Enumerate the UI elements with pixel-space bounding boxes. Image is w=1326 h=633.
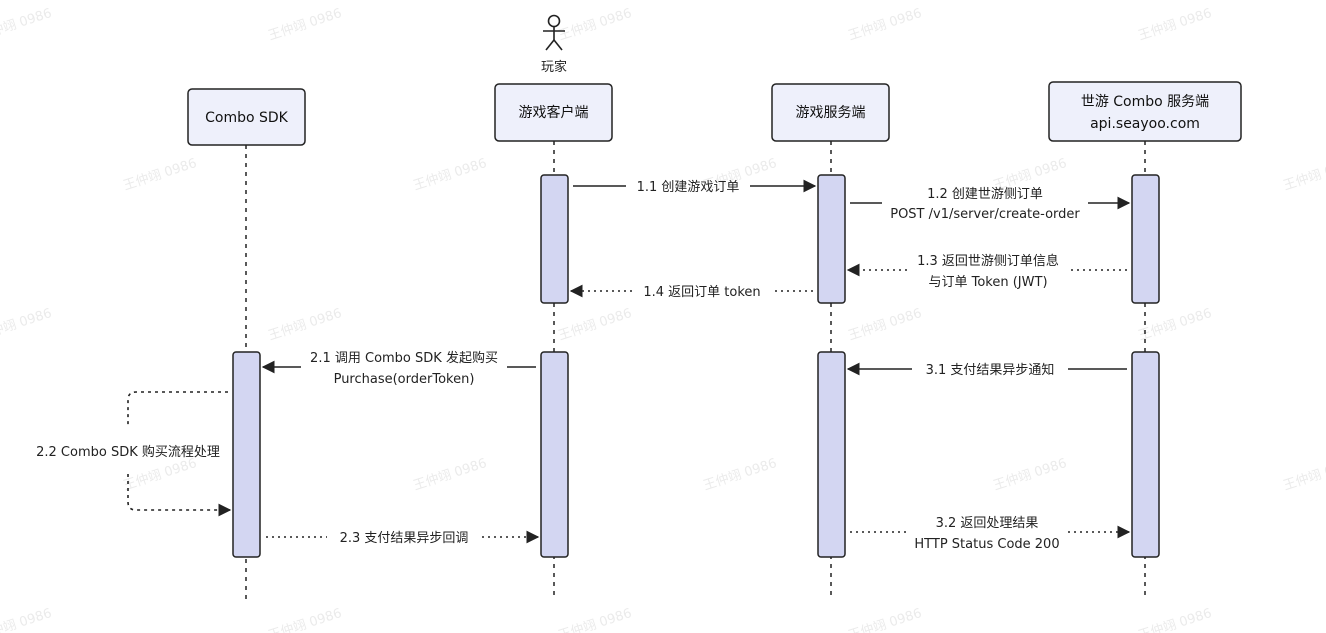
watermark-text: 王仲翊 0986 [1137,6,1214,44]
activation-sdk-2 [232,351,261,558]
activation-client-2 [540,351,569,558]
watermark-text: 王仲翊 0986 [1137,306,1214,344]
watermark-text: 王仲翊 0986 [0,6,54,44]
label-3-2-line1: 3.2 返回处理结果 [936,516,1039,531]
participant-seayoo: 世游 Combo 服务端 api.seayoo.com [1048,81,1242,142]
watermark-text: 王仲翊 0986 [702,456,779,494]
watermark-text: 王仲翊 0986 [0,306,54,344]
participant-server: 游戏服务端 [771,83,890,142]
participant-client-label: 游戏客户端 [519,104,589,121]
label-2-1-line2: Purchase(orderToken) [334,372,475,387]
activation-seayoo-1 [1131,174,1160,304]
watermark-text: 王仲翊 0986 [992,456,1069,494]
watermark-text: 王仲翊 0986 [412,156,489,194]
label-2-3: 2.3 支付结果异步回调 [340,531,469,546]
arrow-2-2-bottom [127,474,232,517]
label-2-2: 2.2 Combo SDK 购买流程处理 [36,444,220,460]
participant-seayoo-label-2: api.seayoo.com [1090,116,1200,132]
person-icon [543,14,565,51]
activation-seayoo-2 [1131,351,1160,558]
participant-server-label: 游戏服务端 [796,105,866,121]
activation-server-2 [817,351,846,558]
participant-sdk: Combo SDK [187,88,306,146]
participant-sdk-label: Combo SDK [205,110,289,126]
actor-player: 玩家 [541,14,567,75]
label-2-1-line1: 2.1 调用 Combo SDK 发起购买 [310,350,498,366]
watermark-text: 王仲翊 0986 [1282,456,1326,494]
watermark-text: 王仲翊 0986 [412,456,489,494]
watermark-text: 王仲翊 0986 [557,306,634,344]
watermark-text: 王仲翊 0986 [557,606,634,633]
watermark-text: 王仲翊 0986 [267,306,344,344]
activation-server-1 [817,174,846,304]
label-3-2-line2: HTTP Status Code 200 [914,537,1059,552]
watermark-text: 王仲翊 0986 [1282,156,1326,194]
activation-bars [232,174,1160,558]
label-1-1: 1.1 创建游戏订单 [637,180,740,195]
watermark-text: 王仲翊 0986 [1137,606,1214,633]
watermark-text: 王仲翊 0986 [267,6,344,44]
participant-client: 游戏客户端 [494,83,613,142]
watermark-text: 王仲翊 0986 [847,306,924,344]
label-1-4: 1.4 返回订单 token [643,285,760,300]
label-1-2-line2: POST /v1/server/create-order [890,207,1080,222]
watermark-text: 王仲翊 0986 [0,606,54,633]
arrow-2-2-top [127,391,228,425]
label-1-3-line2: 与订单 Token (JWT) [928,275,1047,290]
actor-label: 玩家 [541,59,567,75]
message-labels: 1.1 创建游戏订单 1.2 创建世游侧订单 POST /v1/server/c… [36,180,1080,552]
watermark-text: 王仲翊 0986 [122,456,199,494]
watermark-text: 王仲翊 0986 [122,156,199,194]
watermark-text: 王仲翊 0986 [847,606,924,633]
participant-boxes: Combo SDK 游戏客户端 游戏服务端 世游 Combo 服务端 api.s… [187,81,1242,146]
activation-client-1 [540,174,569,304]
label-3-1: 3.1 支付结果异步通知 [926,362,1055,378]
label-1-3-line1: 1.3 返回世游侧订单信息 [917,253,1059,269]
participant-seayoo-label-1: 世游 Combo 服务端 [1081,94,1209,110]
watermark-text: 王仲翊 0986 [267,606,344,633]
label-1-2-line1: 1.2 创建世游侧订单 [927,187,1043,202]
message-arrows [127,179,1131,544]
watermark-text: 王仲翊 0986 [557,6,634,44]
watermark-text: 王仲翊 0986 [847,6,924,44]
